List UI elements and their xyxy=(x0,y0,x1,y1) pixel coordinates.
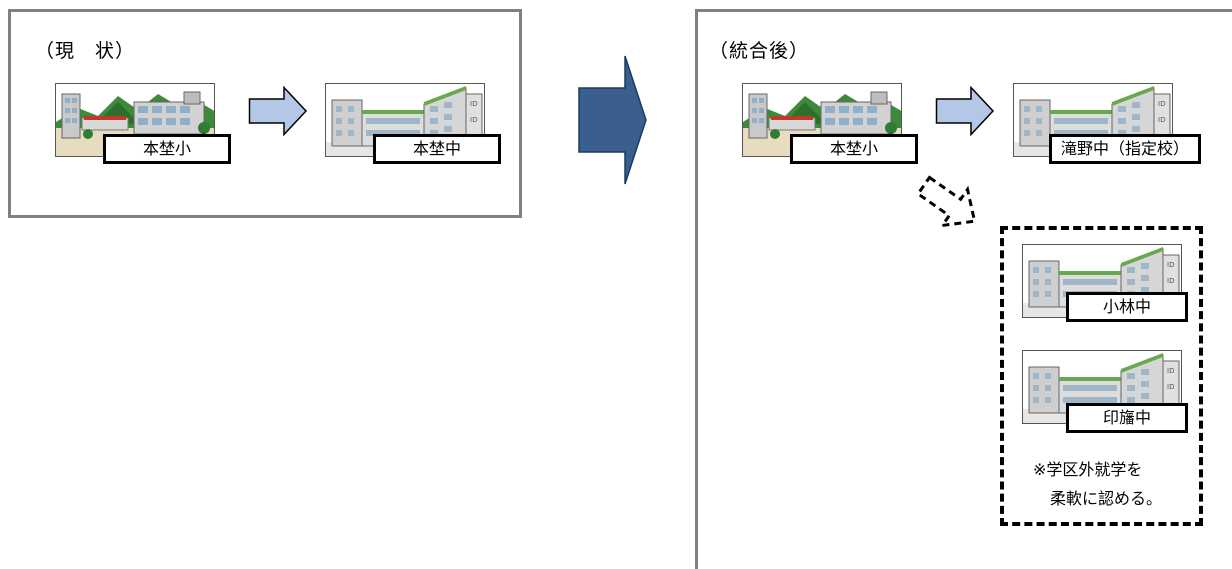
big-transition-arrow-icon xyxy=(578,55,647,185)
dashed-optional-arrow-icon xyxy=(915,175,977,228)
after-title: （統合後） xyxy=(709,40,810,62)
note-line-2: 柔軟に認める。 xyxy=(1050,489,1163,508)
after-transition-arrow-icon xyxy=(935,86,995,136)
alternative-school-1-label: 小林中 xyxy=(1066,292,1188,322)
after-elementary-label: 本埜小 xyxy=(790,134,918,164)
current-junior-high-label: 本埜中 xyxy=(373,134,501,164)
designated-school-label: 滝野中（指定校） xyxy=(1049,134,1201,164)
current-transition-arrow-icon xyxy=(248,86,308,136)
note-line-1: ※学区外就学を xyxy=(1033,460,1143,479)
current-title: （現 状） xyxy=(35,40,136,62)
alternative-schools-box xyxy=(1000,226,1203,526)
current-elementary-label: 本埜小 xyxy=(103,134,231,164)
alternative-school-2-label: 印旛中 xyxy=(1066,403,1188,433)
